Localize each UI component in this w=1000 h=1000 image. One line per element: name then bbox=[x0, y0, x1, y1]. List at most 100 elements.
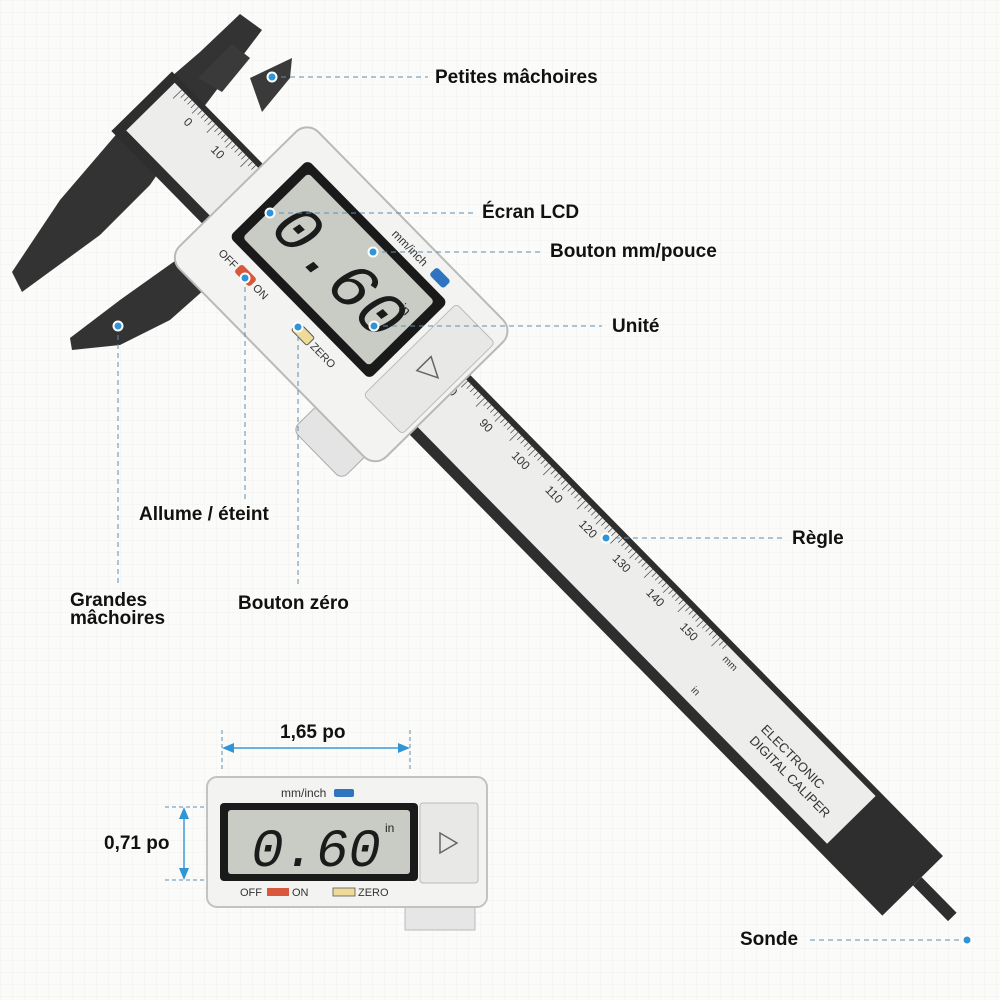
inset-off-label: OFF bbox=[240, 887, 262, 899]
dot-large-jaws bbox=[112, 320, 124, 332]
ruler-tick bbox=[604, 524, 610, 530]
dot-small-jaws bbox=[266, 71, 278, 83]
ruler-tick bbox=[493, 411, 499, 417]
ruler-tick bbox=[711, 637, 721, 647]
label-unit: Unité bbox=[612, 316, 660, 337]
ruler-tick bbox=[610, 534, 620, 544]
ruler-tick bbox=[516, 435, 522, 441]
ruler-tick bbox=[540, 459, 546, 465]
ruler-tick bbox=[590, 510, 596, 516]
ruler-tick bbox=[574, 493, 579, 499]
inset-slide-grip bbox=[419, 802, 479, 884]
dimension-width: 1,65 po bbox=[280, 722, 346, 743]
ruler-tick bbox=[677, 603, 687, 613]
lcd-screen bbox=[244, 174, 433, 365]
ruler-tick bbox=[180, 93, 186, 98]
ruler-tick bbox=[503, 421, 509, 427]
ruler-tick bbox=[644, 565, 650, 571]
ruler-tick bbox=[197, 110, 203, 115]
arrow-right-icon bbox=[398, 743, 410, 753]
ruler-tick bbox=[584, 503, 590, 509]
ruler-tick bbox=[594, 514, 600, 519]
ruler-tick bbox=[587, 507, 593, 513]
ruler-tick bbox=[191, 106, 199, 114]
arrow-down-icon bbox=[179, 868, 189, 880]
ruler-tick bbox=[231, 144, 236, 150]
ruler-tick bbox=[553, 473, 559, 478]
ruler-tick bbox=[628, 548, 633, 554]
ruler-tick bbox=[537, 456, 542, 461]
ruler-tick bbox=[542, 466, 553, 476]
leader-dots bbox=[112, 71, 973, 946]
ruler-tick bbox=[494, 414, 502, 422]
inset-zero-button bbox=[332, 887, 356, 897]
inset-lcd-screen bbox=[228, 810, 410, 874]
ruler-tick bbox=[621, 541, 627, 547]
ruler-tick bbox=[486, 404, 492, 410]
depth-probe bbox=[913, 877, 957, 922]
ruler-tick bbox=[220, 134, 226, 139]
ruler-tick bbox=[217, 130, 223, 136]
label-lcd-screen: Écran LCD bbox=[482, 202, 580, 223]
ruler-tick bbox=[658, 579, 664, 584]
dot-lcd bbox=[264, 207, 276, 219]
ruler-tick bbox=[543, 462, 549, 468]
ruler-tick bbox=[483, 401, 489, 406]
slide-grip[interactable] bbox=[364, 304, 495, 434]
ruler-tick bbox=[678, 599, 684, 605]
label-probe: Sonde bbox=[740, 929, 799, 950]
ruler-tick bbox=[651, 572, 657, 578]
label-ruler: Règle bbox=[792, 528, 844, 549]
dot-unit bbox=[368, 320, 380, 332]
ruler-tick bbox=[172, 89, 182, 99]
ruler-tick bbox=[560, 479, 566, 485]
inset-zero-label: ZERO bbox=[358, 887, 389, 899]
ruler-tick bbox=[634, 555, 640, 561]
ruler-tick bbox=[500, 418, 505, 424]
ruler-tick bbox=[234, 147, 240, 153]
ruler-tick bbox=[708, 630, 714, 636]
ruler-tick bbox=[576, 500, 586, 510]
ruler-tick bbox=[557, 476, 563, 482]
ruler-tick bbox=[712, 634, 717, 639]
inset-display: 0.60 in mm/inch OFF ON ZERO bbox=[165, 730, 488, 931]
ruler-tick bbox=[533, 452, 539, 458]
ruler-tick bbox=[466, 384, 472, 389]
ruler-tick bbox=[691, 613, 697, 619]
dot-probe bbox=[961, 934, 973, 946]
ruler-tick bbox=[705, 627, 711, 632]
ruler-tick bbox=[550, 469, 556, 475]
ruler-tick bbox=[611, 531, 616, 537]
ruler-tick bbox=[624, 545, 630, 550]
ruler-tick bbox=[183, 96, 189, 102]
ruler-tick bbox=[187, 99, 193, 105]
label-power: Allume / éteint bbox=[139, 504, 269, 525]
ruler-tick bbox=[641, 562, 647, 567]
ruler-tick bbox=[510, 428, 516, 434]
ruler-tick bbox=[200, 113, 206, 119]
ruler-tick bbox=[475, 397, 485, 407]
ruler-tick bbox=[718, 640, 724, 646]
ruler-tick bbox=[702, 623, 707, 629]
ruler-tick bbox=[190, 103, 196, 109]
ruler-tick bbox=[629, 551, 637, 559]
ruler-tick bbox=[577, 497, 583, 502]
ruler-tick bbox=[561, 483, 569, 491]
unit-toggle-button[interactable] bbox=[429, 267, 451, 289]
fixed-small-jaw bbox=[198, 44, 250, 92]
ruler-tick bbox=[490, 408, 495, 413]
label-small-jaws: Petites mâchoires bbox=[435, 67, 598, 88]
ruler-tick bbox=[207, 120, 213, 126]
play-arrow-icon bbox=[415, 355, 440, 380]
label-large-jaws-1: Grandes bbox=[70, 590, 148, 611]
ruler-tick bbox=[661, 582, 667, 588]
inset-unit-button bbox=[334, 789, 354, 797]
ruler-tick bbox=[671, 592, 677, 598]
ruler-tick bbox=[654, 575, 660, 581]
ruler-tick bbox=[638, 558, 643, 564]
ruler-tick bbox=[528, 449, 536, 456]
ruler-tick bbox=[224, 137, 230, 143]
ruler-tick bbox=[240, 158, 250, 168]
ruler-tick bbox=[247, 161, 253, 167]
ruler-tick bbox=[601, 521, 606, 526]
